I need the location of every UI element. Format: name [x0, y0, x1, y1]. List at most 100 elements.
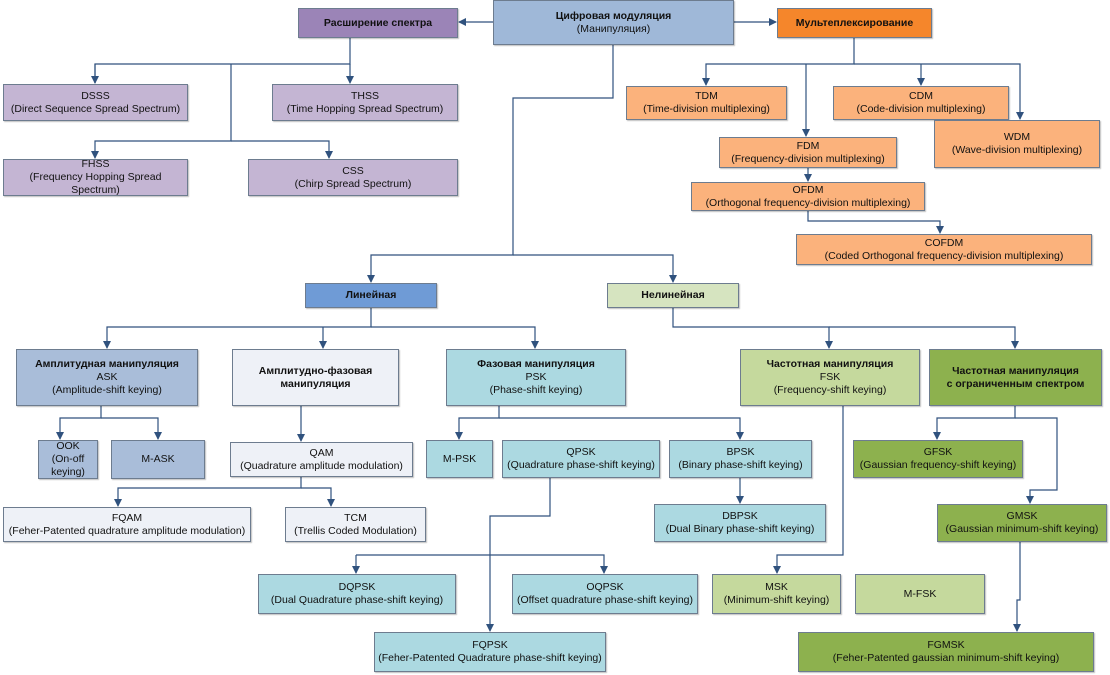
node-title: Нелинейная	[641, 289, 705, 301]
node-sub: (Binary phase-shift keying)	[678, 459, 803, 471]
node-fqam: FQAM(Feher-Patented quadrature amplitude…	[3, 507, 251, 542]
node-title: DBPSK	[722, 510, 758, 522]
node-title: OOK	[56, 440, 80, 452]
node-sub: (Манипуляция)	[576, 22, 651, 35]
node-sub: PSK	[525, 371, 547, 383]
node-title: CDM	[909, 90, 933, 102]
node-sub: (Coded Orthogonal frequency-division mul…	[824, 249, 1064, 262]
node-title: DQPSK	[338, 581, 376, 593]
node-title: COFDM	[924, 236, 964, 249]
node-title: MSK	[765, 581, 788, 593]
node-ook: OOK(On-off keying)	[38, 440, 98, 479]
node-sub: (Wave-division multiplexing)	[951, 144, 1083, 156]
node-nonlinear: Нелинейная	[607, 283, 739, 308]
node-cofdm: COFDM(Coded Orthogonal frequency-divisio…	[796, 234, 1092, 265]
node-sub: (On-off keying)	[51, 453, 85, 478]
node-linear: Линейная	[305, 283, 437, 308]
node-sub: (Feher-Patented gaussian minimum-shift k…	[832, 652, 1060, 664]
node-mask: M-ASK	[111, 440, 205, 479]
node-title: Амплитудно-фазовая	[258, 364, 373, 377]
node-title: QPSK	[566, 446, 596, 458]
node-qpsk: QPSK(Quadrature phase-shift keying)	[502, 440, 660, 478]
node-title: Амплитудная манипуляция	[35, 358, 179, 370]
node-sub: (Quadrature phase-shift keying)	[507, 459, 655, 471]
node-sub: (Time Hopping Spread Spectrum)	[286, 102, 444, 115]
node-fqpsk: FQPSK(Feher-Patented Quadrature phase-sh…	[374, 632, 606, 672]
node-sub: (Offset quadrature phase-shift keying)	[516, 594, 694, 606]
node-root: Цифровая модуляция(Манипуляция)	[493, 0, 734, 45]
node-sub: (Frequency-division multiplexing)	[731, 152, 885, 165]
node-title: THSS	[350, 89, 379, 102]
node-mpsk: M-PSK	[426, 440, 493, 478]
node-tcm: TCM(Trellis Coded Modulation)	[285, 507, 426, 542]
node-gfsk: GFSK(Gaussian frequency-shift keying)	[853, 440, 1023, 478]
node-thss: THSS(Time Hopping Spread Spectrum)	[272, 84, 458, 121]
node-sub: (Direct Sequence Spread Spectrum)	[10, 102, 181, 115]
node-sub: манипуляция	[280, 377, 351, 390]
node-sub2: (Frequency-shift keying)	[773, 384, 887, 396]
node-sub: (Code-division multiplexing)	[856, 103, 986, 115]
node-css: CSS(Chirp Spread Spectrum)	[248, 159, 458, 196]
node-sub: (Quadrature amplitude modulation)	[240, 459, 403, 472]
node-title: FDM	[796, 139, 820, 152]
node-sub: FSK	[819, 371, 841, 383]
node-title: M-FSK	[903, 587, 937, 600]
node-title: Расширение спектра	[323, 16, 433, 29]
node-sub: (Dual Quadrature phase-shift keying)	[270, 594, 444, 606]
node-title: OQPSK	[586, 581, 624, 593]
node-fgmsk: FGMSK(Feher-Patented gaussian minimum-sh…	[798, 632, 1094, 672]
node-sub: (Feher-Patented quadrature amplitude mod…	[8, 524, 246, 537]
node-title: FQPSK	[472, 639, 508, 651]
node-dbpsk: DBPSK(Dual Binary phase-shift keying)	[654, 504, 826, 542]
node-title: GFSK	[923, 446, 953, 458]
node-spread: Расширение спектра	[298, 8, 458, 38]
node-sub: (Trellis Coded Modulation)	[294, 524, 417, 537]
node-tdm: TDM(Time-division multiplexing)	[626, 86, 787, 120]
node-title: CSS	[342, 164, 364, 177]
node-sub: (Orthogonal frequency-division multiplex…	[705, 196, 911, 209]
node-title: Линейная	[345, 289, 397, 301]
node-sub: с ограниченным спектром	[946, 377, 1085, 390]
node-title: Цифровая модуляция	[555, 9, 672, 22]
node-title: M-PSK	[442, 452, 477, 465]
node-dqpsk: DQPSK(Dual Quadrature phase-shift keying…	[258, 574, 456, 614]
node-title: TCM	[344, 511, 367, 524]
node-title: Частотная манипуляция	[952, 364, 1079, 377]
node-title: BPSK	[726, 446, 755, 458]
node-sub: (Time-division multiplexing)	[643, 103, 770, 115]
node-sub2: (Phase-shift keying)	[489, 384, 583, 396]
node-gmsk: GMSK(Gaussian minimum-shift keying)	[937, 504, 1107, 542]
node-sub: (Feher-Patented Quadrature phase-shift k…	[378, 652, 602, 664]
node-qam: QAM(Quadrature amplitude modulation)	[230, 442, 413, 477]
node-bpsk: BPSK(Binary phase-shift keying)	[669, 440, 812, 478]
node-title: Фазовая манипуляция	[477, 358, 595, 370]
node-sub: (Minimum-shift keying)	[723, 594, 830, 606]
node-fhss: FHSS(Frequency Hopping Spread Spectrum)	[3, 158, 188, 196]
node-sub: ASK	[96, 371, 118, 383]
node-sub2: (Amplitude-shift keying)	[52, 384, 162, 396]
node-sub: (Chirp Spread Spectrum)	[294, 177, 412, 190]
node-title: Частотная манипуляция	[766, 358, 894, 370]
node-cdm: CDM(Code-division multiplexing)	[833, 86, 1009, 120]
node-title: WDM	[1003, 131, 1031, 143]
node-title: GMSK	[1006, 510, 1038, 522]
node-mfsk: M-FSK	[855, 574, 985, 614]
node-title: FQAM	[111, 511, 143, 524]
node-sub: (Gaussian frequency-shift keying)	[859, 459, 1017, 471]
node-fdm: FDM(Frequency-division multiplexing)	[719, 137, 897, 168]
node-sub: (Dual Binary phase-shift keying)	[665, 523, 815, 535]
node-ofdm: OFDM(Orthogonal frequency-division multi…	[691, 182, 925, 211]
node-title: OFDM	[792, 183, 824, 196]
node-dsss: DSSS(Direct Sequence Spread Spectrum)	[3, 84, 188, 121]
node-mux: Мультеплексирование	[777, 8, 932, 38]
node-wdm: WDM(Wave-division multiplexing)	[934, 120, 1100, 168]
node-title: M-ASK	[141, 453, 175, 465]
node-title: QAM	[309, 446, 334, 459]
node-msk: MSK(Minimum-shift keying)	[712, 574, 841, 614]
node-title: FHSS	[81, 158, 110, 170]
